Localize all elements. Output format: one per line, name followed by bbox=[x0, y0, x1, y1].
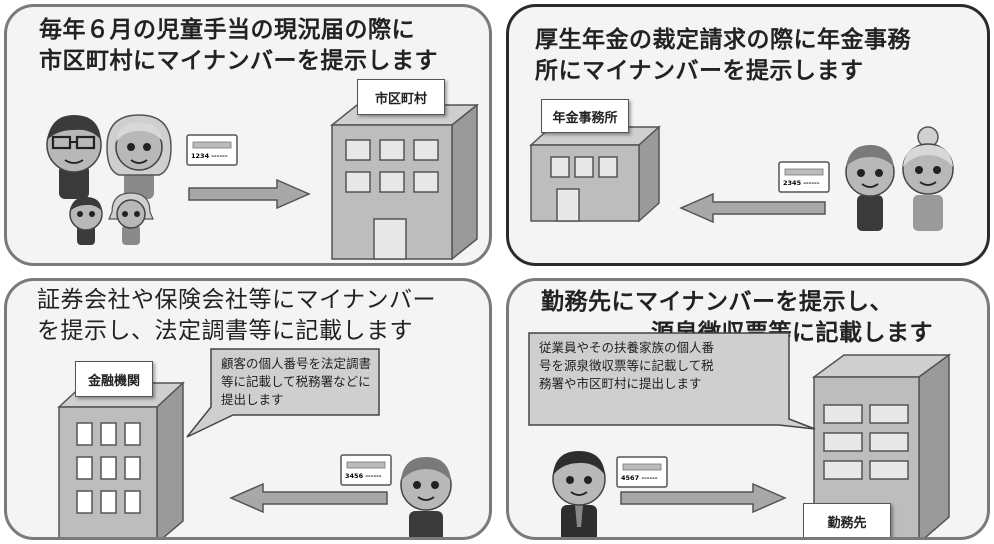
my-number-card-icon: 3456 ------ bbox=[340, 454, 392, 486]
elderly-woman-icon bbox=[902, 126, 954, 231]
speech-bubble-line-2: 等に記載して税務署などに bbox=[221, 374, 371, 389]
son-icon bbox=[69, 197, 103, 245]
card-number: 2345 ------ bbox=[783, 179, 820, 187]
panel-title-line-1: 厚生年金の裁定請求の際に年金事務 bbox=[535, 27, 911, 53]
my-number-card-icon: 1234 ------ bbox=[186, 134, 238, 166]
card-number: 4567 ------ bbox=[621, 474, 658, 482]
card-number: 3456 ------ bbox=[345, 472, 382, 480]
card-number: 1234 ------ bbox=[191, 152, 228, 160]
panel-title: 厚生年金の裁定請求の際に年金事務 所にマイナンバーを提示します bbox=[535, 25, 911, 87]
municipal-office-building-icon bbox=[329, 103, 480, 261]
building-label: 市区町村 bbox=[357, 79, 445, 115]
panel-2-illustration: 2345 ------ bbox=[529, 125, 954, 231]
panel-title-line-1: 証券会社や保険会社等にマイナンバー bbox=[37, 287, 437, 313]
panel-title-line-2: 市区町村にマイナンバーを提示します bbox=[39, 48, 439, 74]
panel-3-illustration: 3456 ------ bbox=[57, 348, 452, 537]
speech-bubble-text: 顧客の個人番号を法定調書 等に記載して税務署などに 提出します bbox=[221, 355, 371, 409]
arrow-left-icon bbox=[229, 482, 388, 514]
speech-bubble-text: 従業員やその扶養家族の個人番 号を源泉徴収票等に記載して税 務署や市区町村に提出… bbox=[539, 339, 714, 393]
panel-title: 証券会社や保険会社等にマイナンバー を提示し、法定調書等に記載します bbox=[37, 285, 436, 347]
speech-bubble-line-1: 顧客の個人番号を法定調書 bbox=[221, 356, 372, 371]
panel-title-line-2: を提示し、法定調書等に記載します bbox=[37, 318, 413, 344]
arrow-left-icon bbox=[679, 192, 826, 224]
my-number-card-icon: 2345 ------ bbox=[778, 161, 830, 193]
speech-bubble-line-3: 務署や市区町村に提出します bbox=[539, 376, 702, 391]
panel-financial-institution: 証券会社や保険会社等にマイナンバー を提示し、法定調書等に記載します 3456 … bbox=[4, 278, 492, 540]
speech-bubble-line-2: 号を源泉徴収票等に記載して税 bbox=[539, 358, 714, 373]
arrow-right-icon bbox=[620, 482, 787, 514]
panel-title-line-2: 所にマイナンバーを提示します bbox=[535, 58, 864, 84]
panel-title: 毎年６月の児童手当の現況届の際に 市区町村にマイナンバーを提示します bbox=[39, 15, 438, 77]
panel-child-allowance: 毎年６月の児童手当の現況届の際に 市区町村にマイナンバーを提示します 1234 … bbox=[4, 4, 492, 266]
speech-bubble-line-1: 従業員やその扶養家族の個人番 bbox=[539, 340, 715, 355]
daughter-icon bbox=[108, 192, 154, 245]
panel-title-line-1: 勤務先にマイナンバーを提示し、 bbox=[541, 289, 894, 315]
building-label: 金融機関 bbox=[75, 361, 153, 397]
speech-bubble-icon bbox=[528, 332, 816, 430]
panel-title-line-1: 毎年６月の児童手当の現況届の際に bbox=[39, 17, 415, 43]
building-label: 勤務先 bbox=[803, 503, 891, 537]
mother-icon bbox=[106, 114, 172, 199]
panel-employer: 勤務先にマイナンバーを提示し、 源泉徴収票等に記載します 4567 ------ bbox=[506, 278, 990, 540]
elderly-man-icon bbox=[845, 145, 895, 231]
panel-1-illustration: 1234 ------ bbox=[46, 103, 480, 261]
panel-4-illustration: 4567 ------ bbox=[528, 332, 952, 537]
building-label: 年金事務所 bbox=[541, 99, 629, 133]
pension-office-building-icon bbox=[529, 125, 661, 223]
arrow-right-icon bbox=[188, 178, 311, 210]
speech-bubble-line-3: 提出します bbox=[221, 392, 284, 407]
customer-icon bbox=[400, 457, 452, 537]
father-icon bbox=[46, 115, 102, 199]
bank-building-icon bbox=[57, 381, 185, 537]
speech-bubble-icon bbox=[186, 348, 380, 438]
my-number-card-icon: 4567 ------ bbox=[616, 456, 668, 488]
panel-pension-claim: 厚生年金の裁定請求の際に年金事務 所にマイナンバーを提示します 2345 ---… bbox=[506, 4, 990, 266]
employee-icon bbox=[552, 451, 606, 537]
